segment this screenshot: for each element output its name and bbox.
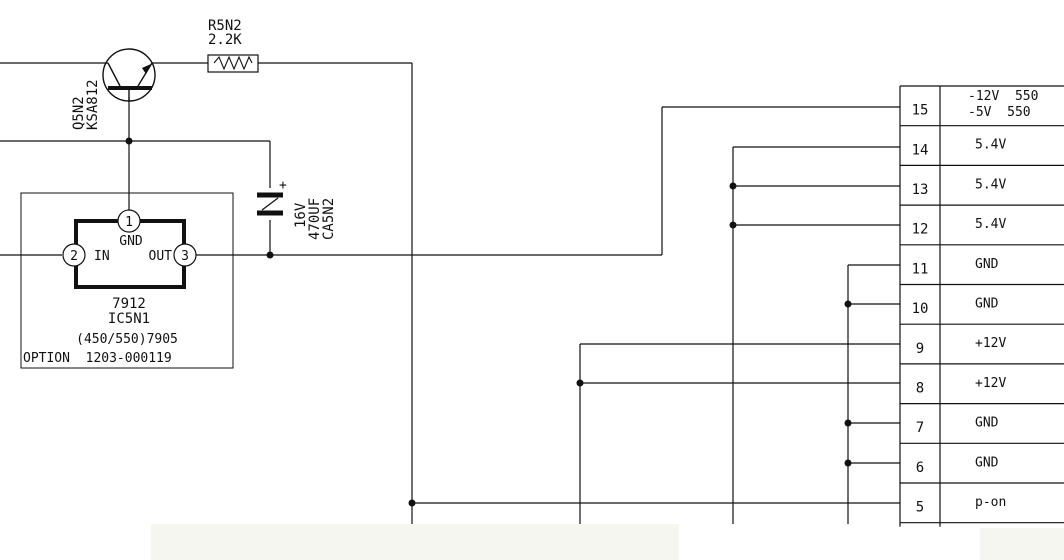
connector-pin-row: 13 5.4V (900, 164, 1064, 198)
capacitor-polarity: + (279, 178, 287, 193)
connector-pin-number: 9 (916, 341, 924, 357)
connector-pin-label: 5.4V (975, 177, 1006, 192)
connector-pin-number: 13 (912, 182, 929, 198)
bottom-strip (151, 524, 679, 560)
junction-dot (408, 499, 416, 507)
resistor-value: 2.2K (208, 32, 242, 48)
connector-pin-number: 15 (912, 103, 929, 119)
regulator-option-box (20, 192, 234, 369)
junction-dot (729, 182, 737, 190)
connector-pin-number: 11 (912, 261, 929, 277)
connector-pin-row: 15 -12V 550-5V 550 (900, 85, 1064, 120)
resistor-zigzag (213, 55, 253, 71)
connector-pin-row: 5 p-on (900, 482, 1064, 516)
connector-pin-number: 6 (916, 460, 924, 476)
connector-pin-label: GND (975, 257, 999, 272)
connector-pin-label: GND (975, 297, 999, 312)
connector-pin-row: 10 GND (900, 283, 1064, 317)
junction-dot (844, 459, 852, 467)
junction-dot (576, 379, 584, 387)
connector-pin-row: 7 GND (900, 403, 1064, 436)
connector-pin-label: -12V 550 (968, 89, 1038, 104)
regulator-option: OPTION 1203-000119 (23, 351, 172, 366)
connector-pin-number: 10 (912, 301, 929, 317)
capacitor-capacitance: 470UF (307, 198, 323, 240)
connector-pin-row: 6 GND (900, 442, 1064, 476)
regulator-pin3 (173, 243, 197, 267)
connector-pin-label: 5.4V (975, 217, 1006, 232)
bottom-right-strip (980, 528, 1064, 560)
regulator-ref: IC5N1 (108, 311, 150, 327)
connector-pin-label: p-on (975, 495, 1006, 510)
junction-dot (125, 137, 133, 145)
transistor-symbol (102, 48, 156, 102)
regulator-pin1 (117, 209, 141, 233)
connector-pin-number: 14 (912, 142, 929, 158)
regulator-pin3-number: 3 (181, 249, 189, 264)
connector-pin-number: 12 (912, 222, 929, 238)
regulator-pin2-number: 2 (70, 249, 78, 264)
connector-pin-label: 5.4V (975, 138, 1006, 153)
connector-pin-row: 11 GND (900, 244, 1064, 277)
connector-pin-row: 8 +12V (900, 363, 1064, 396)
junction-dot (844, 419, 852, 427)
resistor-ref: R5N2 (208, 18, 242, 34)
resistor-body (207, 54, 259, 73)
regulator-pin2-label: IN (94, 249, 110, 264)
connector-pin-label: +12V (975, 336, 1006, 351)
wires (0, 62, 900, 524)
junction-dot (266, 251, 274, 259)
junction-dot (729, 221, 737, 229)
connector-pin-row: 14 5.4V (900, 125, 1064, 158)
connector-pin-label: +12V (975, 376, 1006, 391)
connector-pin-label-2: -5V 550 (968, 105, 1031, 120)
junction-dot (844, 300, 852, 308)
connector-pin-number: 7 (916, 420, 924, 436)
regulator-pin3-label: OUT (149, 249, 173, 264)
connector-pin-row: 9 +12V (900, 323, 1064, 357)
junctions (125, 137, 852, 507)
connector-pin-label: GND (975, 455, 999, 470)
regulator-pin1-label: GND (119, 234, 143, 249)
connector-pin-number: 5 (916, 500, 924, 516)
transistor-ref: Q5N2 (71, 96, 87, 130)
connector-pin-row: 12 5.4V (900, 204, 1064, 238)
transistor-part: KSA812 (85, 79, 101, 130)
capacitor-ref: CA5N2 (321, 198, 337, 240)
connector-pin-label: GND (975, 416, 999, 431)
regulator-part: 7912 (112, 296, 146, 312)
connector-pin-number: 8 (916, 380, 924, 396)
regulator-variant: (450/550)7905 (76, 332, 178, 347)
regulator-pin2 (62, 243, 86, 267)
regulator-pin1-number: 1 (125, 215, 133, 230)
capacitor-symbol (257, 192, 283, 216)
capacitor-voltage: 16V (293, 202, 309, 228)
